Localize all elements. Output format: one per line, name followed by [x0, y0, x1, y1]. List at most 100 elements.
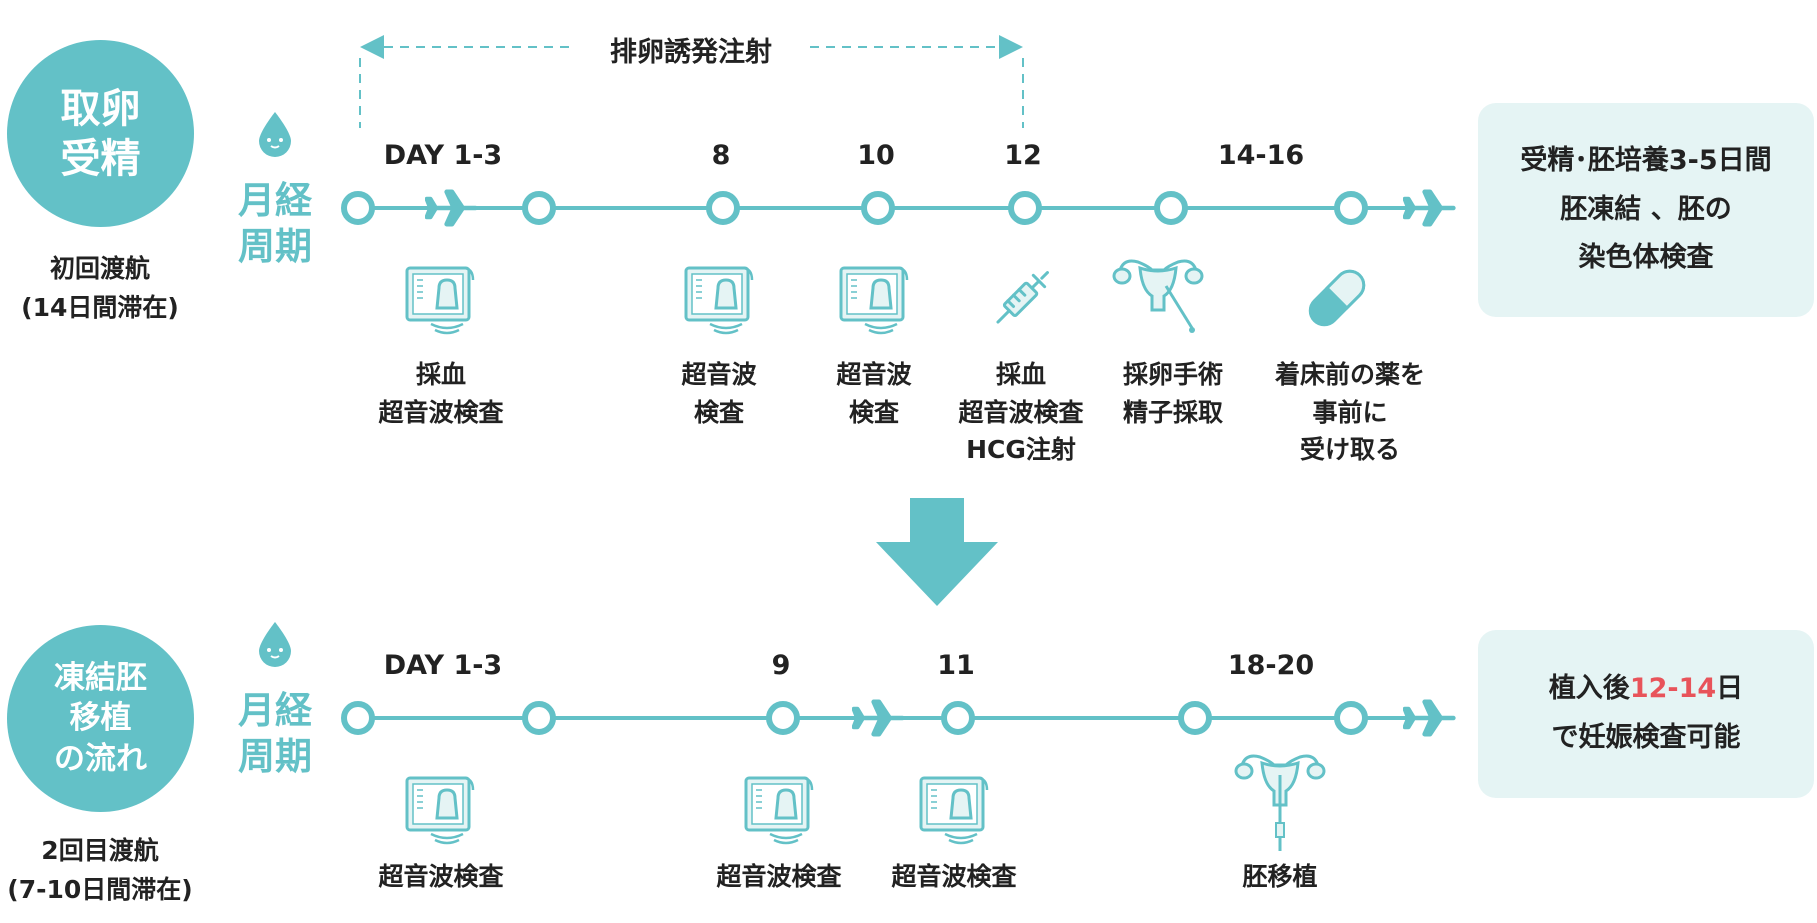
section1-trip-line1: 初回渡航 — [49, 254, 150, 283]
section2-departure-plane-icon — [852, 699, 906, 737]
section1-day-2: 8 — [711, 140, 731, 171]
section1-node-7 — [1334, 191, 1368, 225]
section1-event1-line2: 超音波検査 — [378, 397, 504, 427]
section1-node-3 — [706, 191, 740, 225]
section2-day-4: 18-20 — [1227, 650, 1315, 681]
section1-period-line1: 月経 — [238, 179, 312, 222]
section1-period-label: 月経 周期 — [225, 178, 325, 271]
section1-result-line1: 受精･胚培養3-5日間 — [1520, 145, 1772, 177]
section2-node-6 — [1334, 701, 1368, 735]
section1-node-6 — [1154, 191, 1188, 225]
section2-event4-uterus-transfer-icon — [1234, 754, 1326, 851]
section1-event4-line3: HCG注射 — [966, 435, 1076, 464]
section1-event3-line1: 超音波 — [836, 360, 912, 389]
section2-event2-label: 超音波検査 — [684, 858, 874, 896]
section1-period-line2: 周期 — [238, 225, 312, 269]
section2-result-text: 植入後12-14日 で妊娠検査可能 — [1549, 665, 1743, 762]
section1-event4-syringe-icon — [996, 271, 1049, 324]
section2-event3-ultrasound-monitor-icon — [915, 768, 995, 848]
section1-event2-ultrasound-monitor-icon — [680, 258, 760, 338]
section1-result-text: 受精･胚培養3-5日間 胚凍結 、胚の 染色体検査 — [1520, 137, 1771, 283]
section1-event6-line3: 受け取る — [1299, 435, 1400, 464]
section2-menstruation-drop-icon — [255, 620, 295, 668]
transition-down-arrow-icon — [876, 498, 998, 606]
section2-trip-info: 2回目渡航 (7-10日間滞在) — [0, 832, 200, 910]
section2-event1-line1: 超音波検査 — [378, 862, 504, 891]
section2-period-label: 月経 周期 — [225, 688, 325, 781]
section1-event5-uterus-retrieval-icon — [1112, 259, 1204, 333]
section1-event3-line2: 検査 — [848, 397, 899, 427]
section1-event1-label: 採血 超音波検査 — [346, 356, 536, 431]
section2-period-line1: 月経 — [238, 689, 312, 732]
section2-node-3 — [766, 701, 800, 735]
section1-event1-ultrasound-monitor-icon — [401, 258, 481, 338]
section1-result-line3: 染色体検査 — [1578, 242, 1714, 274]
injection-label: 排卵誘発注射 — [610, 37, 772, 68]
section2-day-1: DAY 1-3 — [383, 650, 503, 681]
section2-event3-label: 超音波検査 — [859, 858, 1049, 896]
section2-return-plane-icon — [1403, 699, 1457, 737]
section1-day-5: 14-16 — [1217, 140, 1305, 171]
section2-trip-line2: (7-10日間滞在) — [7, 874, 193, 904]
section1-event3-ultrasound-monitor-icon — [835, 258, 915, 338]
section2-event4-line1: 胚移植 — [1242, 862, 1318, 891]
section1-departure-plane-icon — [425, 189, 479, 227]
section2-node-4 — [941, 701, 975, 735]
section2-event1-ultrasound-monitor-icon — [401, 768, 481, 848]
section1-event6-label: 着床前の薬を 事前に 受け取る — [1250, 356, 1450, 469]
section1-event6-line2: 事前に — [1312, 397, 1388, 427]
section1-day-3: 10 — [857, 140, 895, 171]
section2-result-highlight: 12-14 — [1629, 673, 1717, 705]
section1-return-plane-icon — [1403, 189, 1457, 227]
section1-timeline — [355, 206, 1435, 210]
section1-event2-line2: 検査 — [693, 397, 744, 427]
section1-event3-label: 超音波 検査 — [779, 356, 969, 431]
section2-badge: 凍結胚 移植 の流れ — [7, 625, 194, 812]
section2-badge-line1: 凍結胚 — [54, 660, 147, 697]
section1-event4-line2: 超音波検査 — [958, 397, 1084, 427]
section2-trip-line1: 2回目渡航 — [41, 836, 159, 865]
section1-badge-line1: 取卵 — [60, 85, 141, 132]
section1-node-2 — [522, 191, 556, 225]
section1-event5-label: 採卵手術 精子採取 — [1078, 356, 1268, 431]
section2-result-prefix: 植入後 — [1548, 673, 1630, 705]
bracket-left-arrow — [360, 35, 384, 59]
section2-event2-ultrasound-monitor-icon — [740, 768, 820, 848]
section2-event2-line1: 超音波検査 — [716, 862, 842, 891]
section2-node-5 — [1178, 701, 1212, 735]
section1-result-box: 受精･胚培養3-5日間 胚凍結 、胚の 染色体検査 — [1478, 103, 1814, 317]
section1-node-4 — [861, 191, 895, 225]
section1-badge: 取卵 受精 — [7, 40, 194, 227]
section2-event4-label: 胚移植 — [1185, 858, 1375, 896]
section1-event2-label: 超音波 検査 — [624, 356, 814, 431]
section1-day-1: DAY 1-3 — [383, 140, 503, 171]
section1-event6-line1: 着床前の薬を — [1274, 360, 1425, 389]
section2-result-line2: で妊娠検査可能 — [1551, 722, 1741, 753]
section1-event1-line1: 採血 — [415, 360, 466, 389]
section1-event2-line1: 超音波 — [681, 360, 757, 389]
section1-result-line2: 胚凍結 、胚の — [1560, 193, 1732, 225]
section2-result-box: 植入後12-14日 で妊娠検査可能 — [1478, 630, 1814, 798]
section1-trip-line2: (14日間滞在) — [21, 292, 179, 322]
section2-badge-line2: 移植 — [69, 700, 132, 737]
section1-event4-line1: 採血 — [995, 360, 1046, 389]
section2-event1-label: 超音波検査 — [346, 858, 536, 896]
injection-range-bracket — [359, 35, 1024, 128]
section1-event6-pill-capsule-icon — [1308, 269, 1366, 327]
section2-day-2: 9 — [771, 650, 791, 681]
section2-badge-line3: の流れ — [54, 740, 147, 777]
section2-day-3: 11 — [937, 650, 975, 681]
section2-event3-line1: 超音波検査 — [891, 862, 1017, 891]
section1-event5-line2: 精子採取 — [1122, 397, 1223, 427]
bracket-right-arrow — [999, 35, 1023, 59]
section2-node-1 — [341, 701, 375, 735]
section1-day-4: 12 — [1004, 140, 1042, 171]
section1-badge-line2: 受精 — [60, 135, 141, 182]
section1-event5-line1: 採卵手術 — [1122, 360, 1223, 389]
section2-result-suffix: 日 — [1716, 673, 1744, 705]
section2-period-line2: 周期 — [238, 735, 312, 779]
section1-node-1 — [341, 191, 375, 225]
section1-node-5 — [1008, 191, 1042, 225]
section2-node-2 — [522, 701, 556, 735]
section1-trip-info: 初回渡航 (14日間滞在) — [0, 250, 200, 328]
